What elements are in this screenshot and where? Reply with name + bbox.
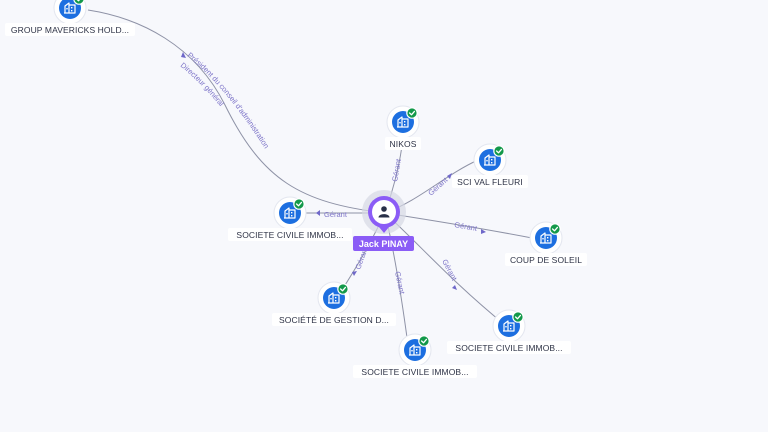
company-node-societe-civile-2[interactable]: SOCIETE CIVILE IMMOB... [353,333,477,378]
center-label-tag [353,236,414,251]
node-label-bg [505,253,587,266]
node-label: NIKOS [390,139,417,149]
edge-group-mavericks: Président du conseil d'administration Di… [87,9,386,214]
building-icon [484,154,496,166]
center-label: Jack PINAY [359,239,408,249]
verified-badge-icon [549,223,561,235]
node-label: SOCIETE CIVILE IMMOB... [361,367,468,377]
node-label-bg [272,313,396,326]
node-label: SOCIETE CIVILE IMMOB... [236,230,343,240]
company-node-nikos[interactable]: NIKOS [385,105,421,150]
building-icon [397,116,409,128]
edge-line [87,9,386,214]
node-label-bg [353,365,477,378]
node-label-bg [447,341,571,354]
verified-badge-icon [406,107,418,119]
company-node-societe-civile-3[interactable]: SOCIETE CIVILE IMMOB... [447,309,571,354]
company-node-societe-gestion[interactable]: SOCIÉTÉ DE GESTION D... [272,281,396,326]
edge-label: Gérant [393,271,407,296]
verified-badge-icon [337,283,349,295]
edge-label: Gérant [454,220,479,233]
center-node-pointer [379,227,389,233]
node-label: SOCIETE CIVILE IMMOB... [455,343,562,353]
edge-label: Président du conseil d'administration [186,50,271,150]
verified-badge-icon [493,145,505,157]
edge-arrow [316,210,320,216]
node-label: SCI VAL FLEURI [457,177,523,187]
edge-arrow [447,173,452,179]
node-label: COUP DE SOLEIL [510,255,582,265]
node-label: SOCIÉTÉ DE GESTION D... [279,315,389,325]
node-label-bg [385,137,421,150]
building-icon [328,292,340,304]
node-label: GROUP MAVERICKS HOLD... [11,25,129,35]
verified-badge-icon [293,198,305,210]
center-node-core [372,200,396,224]
company-node-sci-val-fleuri[interactable]: SCI VAL FLEURI [452,143,528,188]
company-node-group-mavericks[interactable]: GROUP MAVERICKS HOLD... [5,0,135,36]
verified-badge-icon [418,335,430,347]
edge-arrow [352,271,357,276]
edge-label: Gérant [440,258,459,283]
center-node[interactable]: Jack PINAY [353,190,414,251]
verified-badge-icon [73,0,85,5]
verified-badge-icon [512,311,524,323]
edge-arrow [481,229,486,234]
nodes-layer: GROUP MAVERICKS HOLD... NIKOS SCI VAL FLEU… [5,0,587,378]
building-icon [409,344,421,356]
edge-label: Gérant [324,210,348,219]
node-label-bg [228,228,352,241]
building-icon [64,2,76,14]
company-node-coup-de-soleil[interactable]: COUP DE SOLEIL [505,221,587,266]
edge-arrow [181,52,186,58]
building-icon [540,232,552,244]
person-icon [378,206,390,218]
building-icon [284,207,296,219]
building-icon [503,320,515,332]
node-label-bg [5,23,135,36]
company-node-societe-civile-1[interactable]: SOCIETE CIVILE IMMOB... [228,196,352,241]
edge-label: Gérant [390,157,403,182]
edge-arrow [452,285,457,290]
node-label-bg [452,175,528,188]
